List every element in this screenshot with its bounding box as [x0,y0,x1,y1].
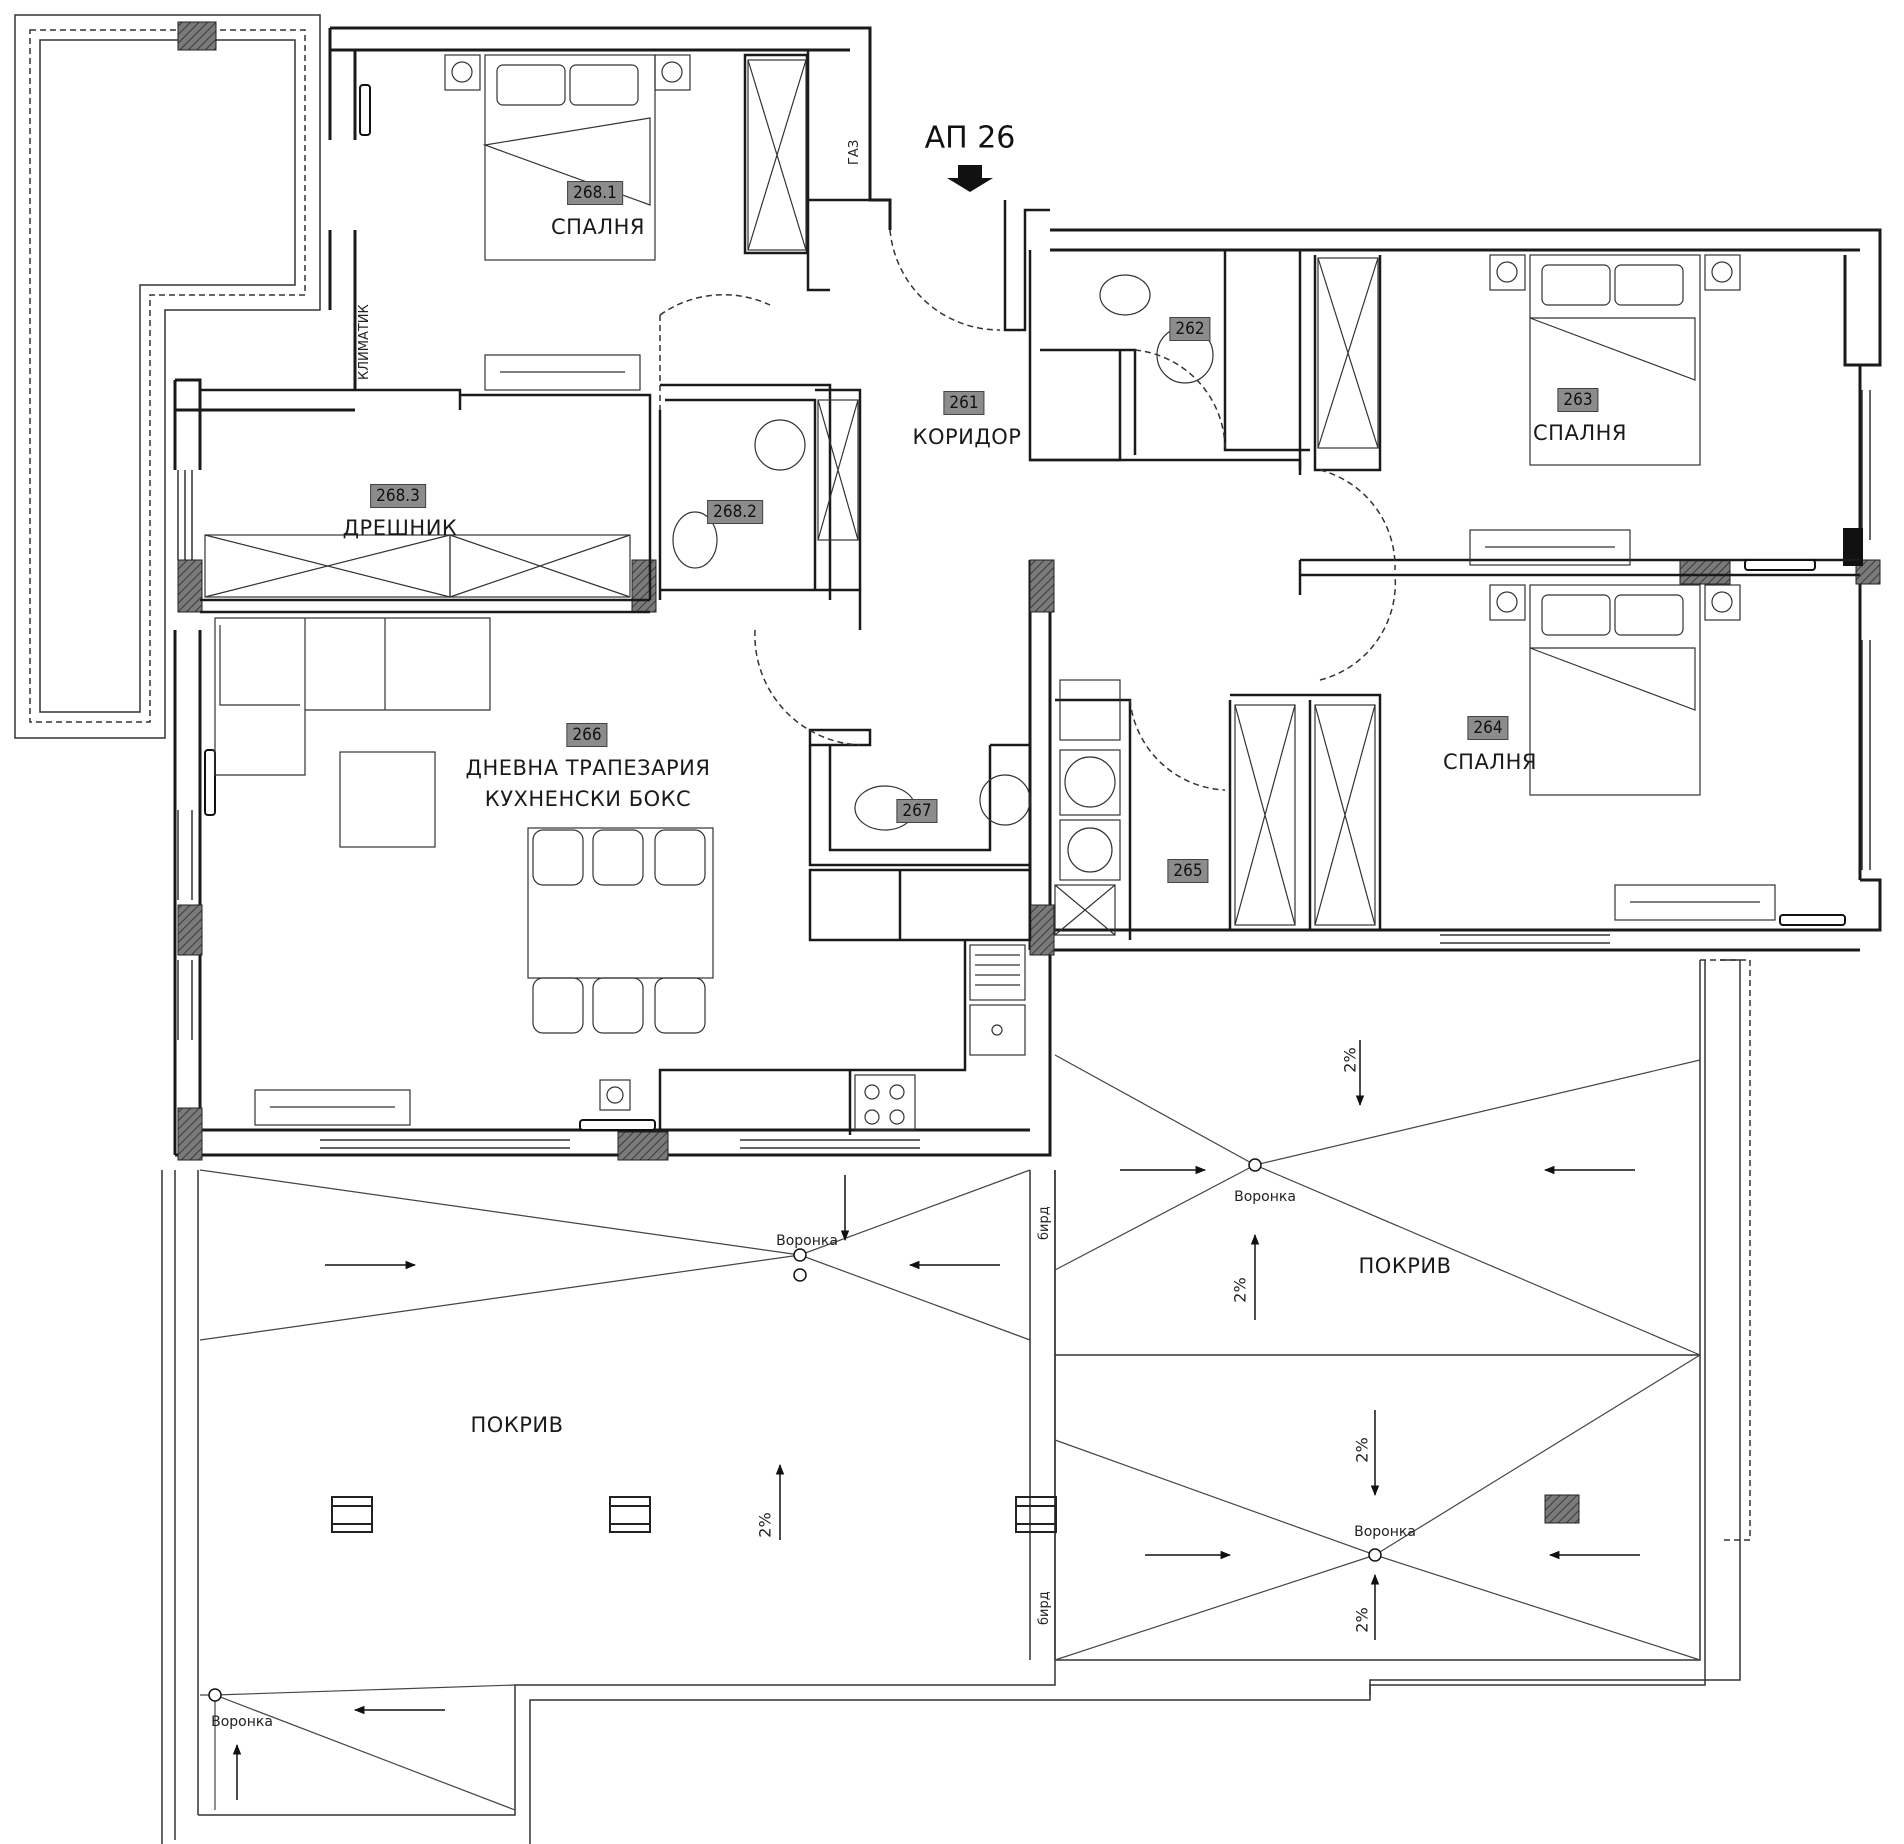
room-number-263: 263 [1557,388,1599,412]
roof-slope-arrows [232,1040,1640,1800]
room-name-266-line2: КУХНЕНСКИ БОКС [484,787,692,811]
room-number-262: 262 [1169,317,1211,341]
room-number-268-2: 268.2 [707,500,763,524]
roof-label-right: ПОКРИВ [1358,1254,1452,1278]
slope-label-3: 2% [1230,1277,1250,1303]
room-number-265: 265 [1167,859,1209,883]
lamps [444,54,1741,621]
beds [482,54,1701,796]
roof-vents [331,1496,1057,1533]
firewall-label-bottom: бирд [1037,1591,1052,1625]
windows [177,390,1871,1149]
room-name-268-1: СПАЛНЯ [551,215,645,239]
drain-label-3: Воронка [1354,1524,1416,1540]
firewall-label-top: бирд [1037,1206,1052,1240]
room-name-261: КОРИДОР [912,425,1022,449]
interior-walls [200,50,1860,1135]
room-number-268-1: 268.1 [567,181,623,205]
room-number-268-3: 268.3 [370,484,426,508]
slope-label-1: 2% [755,1512,775,1538]
room-name-266: ДНЕВНА ТРАПЕЗАРИЯ [465,756,711,780]
room-number-261: 261 [943,391,985,415]
room-name-264: СПАЛНЯ [1443,750,1537,774]
roof-slope-lines [199,1054,1701,1811]
drain-label-2: Воронка [1234,1189,1296,1205]
room-name-268-3: ДРЕШНИК [342,516,458,540]
drain-label-4: Воронка [211,1714,273,1730]
balcony-top-left [14,14,321,739]
roof-drains [208,1158,1382,1702]
slope-label-5: 2% [1352,1607,1372,1633]
entrance-label: АП 26 [924,120,1016,156]
vertical-labels: ГАЗ КЛИМАТИК бирд бирд [357,140,1052,1625]
room-number-266: 266 [566,723,608,747]
entrance-arrow [947,165,993,192]
living-furniture [214,274,1214,1131]
radiators [204,84,1846,1131]
room-name-263: СПАЛНЯ [1533,421,1627,445]
ac-label-left: КЛИМАТИК [357,304,372,380]
column [177,21,217,51]
roof-label-left: ПОКРИВ [470,1413,564,1437]
doors [659,229,1397,791]
exterior-walls [173,26,1882,1157]
gas-label: ГАЗ [847,140,862,165]
slope-label-4: 2% [1352,1437,1372,1463]
room-number-264: 264 [1467,716,1509,740]
wardrobes [204,59,1379,936]
slope-label-2: 2% [1340,1047,1360,1073]
ac-units [254,354,1776,1126]
room-number-267: 267 [896,799,938,823]
columns [177,559,1881,1524]
column-dark [1843,528,1863,566]
drain-label-1: Воронка [776,1233,838,1249]
roof-outline [161,959,1751,1844]
